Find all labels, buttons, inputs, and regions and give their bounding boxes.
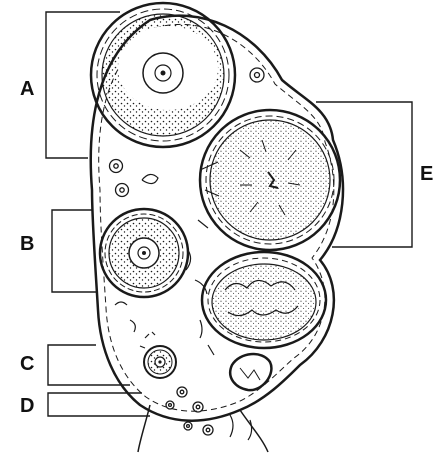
bracket-b	[52, 210, 98, 292]
follicle-a	[91, 3, 235, 147]
bracket-e	[316, 102, 412, 247]
label-a: A	[20, 78, 34, 100]
label-d: D	[20, 395, 34, 417]
atretic-body	[230, 354, 271, 390]
label-e: E	[420, 163, 433, 185]
corpus-body	[202, 252, 326, 348]
label-b: B	[20, 233, 34, 255]
label-c: C	[20, 353, 34, 375]
follicle-e	[200, 110, 340, 250]
follicle-c	[144, 346, 176, 378]
follicle-b	[100, 209, 188, 297]
bracket-d	[48, 393, 150, 416]
